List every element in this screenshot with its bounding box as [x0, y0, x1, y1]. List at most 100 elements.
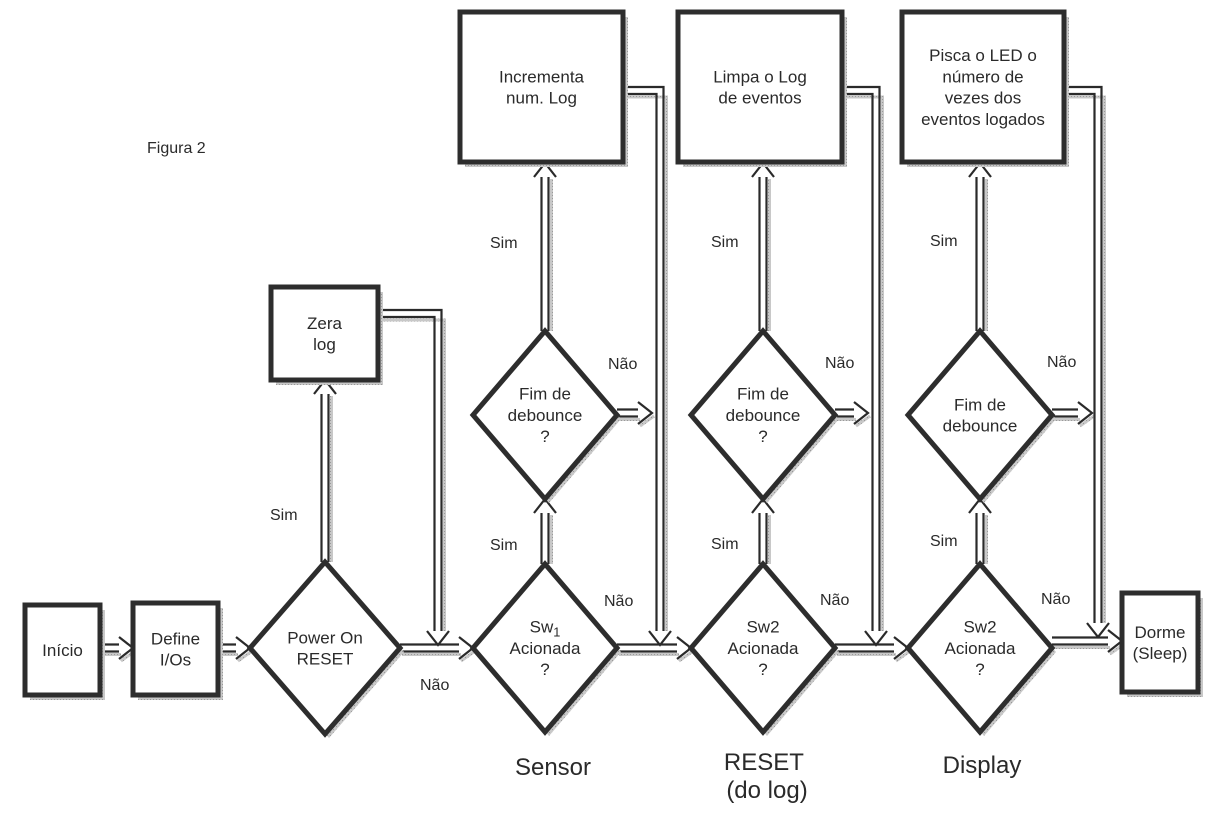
node-box	[675, 9, 845, 165]
node-diamond	[469, 327, 621, 503]
edge-fim-debounce-3-pisca	[968, 161, 992, 331]
node-label: Fim de debounce	[943, 395, 1018, 435]
edge-label-yes: Sim	[930, 533, 958, 550]
edge-labels: Sim Não Sim Não Sim Não Sim Não Sim Não …	[270, 233, 1076, 694]
node-label-line: Sw2	[963, 618, 996, 637]
edge-limpa-main-line	[842, 85, 888, 647]
arrowhead-icon	[637, 401, 654, 425]
node-diamond	[687, 560, 839, 736]
node-label-line: I/Os	[160, 651, 191, 670]
node-power-on-reset: Power On RESET	[246, 558, 404, 738]
arrowhead-icon	[1086, 622, 1110, 639]
node-label-line: Fim de	[954, 395, 1006, 414]
edge-label-no: Não	[420, 677, 449, 694]
node-label-line: Sw2	[746, 618, 779, 637]
node-label-line: Fim de	[519, 385, 571, 404]
arrowhead-icon	[426, 630, 450, 647]
node-box	[1119, 590, 1201, 695]
node-label-line: de eventos	[718, 89, 801, 108]
edge-sw2-display-fim-debounce-3	[968, 497, 992, 564]
node-label-line: Acionada	[728, 639, 799, 658]
section-label-sensor: Sensor	[515, 754, 591, 781]
edge-fim-debounce-1-nao	[617, 401, 655, 428]
edge-label-yes: Sim	[711, 536, 739, 553]
node-diamond	[246, 558, 404, 738]
node-label-line: RESET	[297, 650, 354, 669]
node-label: Zera log	[307, 314, 343, 354]
node-label-line: Incrementa	[499, 67, 585, 86]
arrowhead-icon	[1077, 401, 1094, 425]
node-label-line: (Sleep)	[1133, 644, 1188, 663]
edge-label-no: Não	[820, 592, 849, 609]
node-label: Dorme (Sleep)	[1133, 623, 1188, 663]
edge-zera-log-main-line	[378, 308, 450, 647]
node-box	[268, 284, 381, 383]
arrowhead-icon	[864, 630, 888, 647]
node-label-line: debounce	[943, 417, 1018, 436]
edge-label-no: Não	[1041, 591, 1070, 608]
edge-label-yes: Sim	[490, 537, 518, 554]
edge-label-no: Não	[608, 356, 637, 373]
node-label: Incrementa num. Log	[499, 67, 585, 107]
node-dorme: Dorme (Sleep)	[1119, 590, 1203, 697]
section-label-display: Display	[943, 752, 1022, 779]
node-box	[457, 9, 626, 165]
edge-label-yes: Sim	[711, 234, 739, 251]
node-label-line: Acionada	[510, 639, 581, 658]
node-limpa-log: Limpa o Log de eventos	[675, 9, 847, 167]
edge-sw2-fim-debounce-2	[751, 497, 775, 564]
node-diamond	[904, 327, 1056, 503]
figure-label: Figura 2	[147, 140, 206, 157]
edge-sw1-fim-debounce-1	[533, 497, 557, 564]
edge-fim-debounce-2-limpa	[751, 161, 775, 331]
node-label: Limpa o Log de eventos	[713, 67, 807, 107]
node-label-line: Dorme	[1134, 623, 1185, 642]
node-box	[130, 600, 221, 698]
node-fim-debounce-3: Fim de debounce	[904, 327, 1056, 503]
node-label-line: ?	[975, 660, 984, 679]
edge-fim-debounce-3-nao	[1052, 401, 1095, 428]
node-label-line: log	[313, 335, 336, 354]
node-label-line: ?	[540, 660, 549, 679]
node-label-line: debounce	[726, 406, 801, 425]
edge-sw2-display-dorme	[1052, 629, 1125, 656]
section-labels: Sensor RESET (do log) Display	[515, 749, 1021, 804]
node-label-line: ?	[758, 427, 767, 446]
edge-sw1-sw2-reset	[617, 636, 694, 663]
node-label-line: Fim de	[737, 385, 789, 404]
node-label: Fim de debounce?	[508, 385, 583, 447]
node-label: Power On RESET	[287, 628, 363, 668]
node-label-line: Power On	[287, 628, 363, 647]
edge-incrementa-main-line	[623, 85, 672, 647]
node-label-line: num. Log	[506, 89, 577, 108]
node-label-line: Limpa o Log	[713, 67, 807, 86]
edge-label-yes: Sim	[270, 507, 298, 524]
edge-label-no: Não	[825, 355, 854, 372]
node-label-line: Início	[42, 641, 83, 660]
node-label-line: ?	[758, 660, 767, 679]
node-label-line: vezes dos	[945, 89, 1022, 108]
edge-inicio-define-ios	[100, 636, 136, 663]
node-label-line: debounce	[508, 406, 583, 425]
section-label-reset: RESET (do log)	[724, 749, 810, 804]
node-label: Início	[42, 641, 83, 660]
node-label: Fim de debounce?	[726, 385, 801, 447]
node-zera-log: Zera log	[268, 284, 383, 385]
node-fim-debounce-1: Fim de debounce?	[469, 327, 621, 503]
node-label-line: eventos logados	[921, 110, 1045, 129]
edge-label-no: Não	[604, 593, 633, 610]
node-label-line: ?	[540, 427, 549, 446]
node-inicio: Início	[22, 602, 105, 700]
node-label-line: Zera	[307, 314, 343, 333]
node-diamond	[469, 560, 621, 736]
node-label-line: Pisca o LED o	[929, 46, 1037, 65]
arrowhead-icon	[648, 630, 672, 647]
